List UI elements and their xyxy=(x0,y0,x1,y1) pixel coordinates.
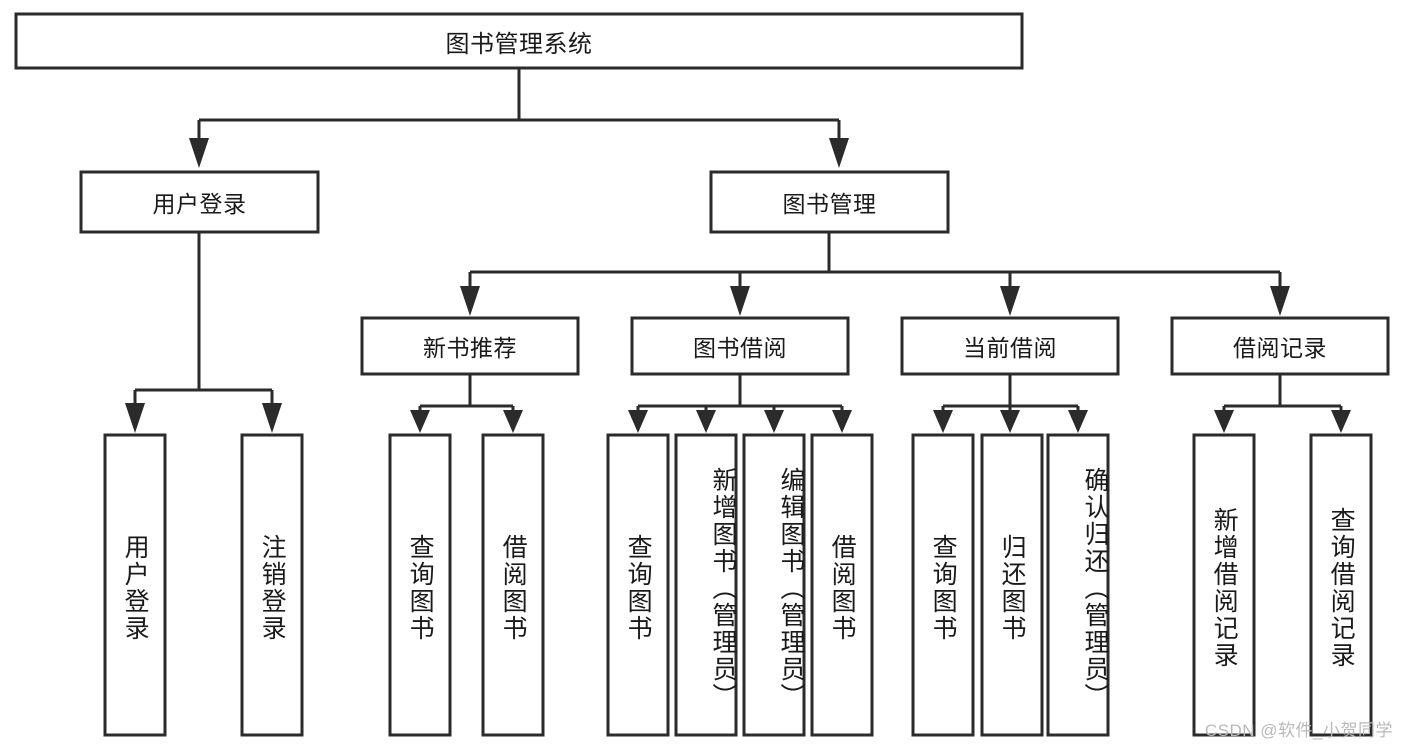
node-box-book-borrow[interactable] xyxy=(630,316,850,376)
node-box-leaf-logout[interactable] xyxy=(240,433,304,737)
node-box-leaf-edit-book-admin[interactable] xyxy=(742,433,806,737)
csdn-watermark: CSDN @软件_小贺同学 xyxy=(1204,721,1393,740)
arrow-head-icon xyxy=(933,410,953,433)
node-box-book-management[interactable] xyxy=(709,170,950,234)
arrow-head-icon xyxy=(696,410,716,433)
node-box-leaf-add-borrow-record[interactable] xyxy=(1192,433,1256,737)
arrow-head-icon xyxy=(460,286,480,316)
node-box-leaf-borrow-book[interactable] xyxy=(810,433,874,737)
node-box-current-borrow[interactable] xyxy=(900,316,1120,376)
arrow-head-icon xyxy=(832,410,852,433)
node-box-leaf-query-book-current[interactable] xyxy=(911,433,975,737)
connector-new-book-recommend-to-leaves xyxy=(410,374,523,433)
node-box-leaf-query-book-recommend[interactable] xyxy=(388,433,452,737)
arrow-head-icon xyxy=(764,410,784,433)
arrow-head-icon xyxy=(262,403,282,433)
connector-book-borrow-to-leaves xyxy=(628,374,852,433)
arrow-head-icon xyxy=(829,138,849,168)
arrow-head-icon xyxy=(1214,410,1234,433)
arrow-head-icon xyxy=(503,410,523,433)
node-box-new-book-recommend[interactable] xyxy=(360,316,580,376)
connector-root-to-level2 xyxy=(189,68,849,168)
node-box-leaf-add-book-admin[interactable] xyxy=(674,433,738,737)
node-box-leaf-query-book-borrow[interactable] xyxy=(606,433,670,737)
node-box-borrow-record[interactable] xyxy=(1170,316,1390,376)
arrow-head-icon xyxy=(1000,286,1020,316)
node-box-leaf-query-borrow-record[interactable] xyxy=(1309,433,1373,737)
arrow-head-icon xyxy=(410,410,430,433)
arrow-head-icon xyxy=(1270,286,1290,316)
node-box-leaf-user-login[interactable] xyxy=(103,433,167,737)
arrow-head-icon xyxy=(1331,410,1351,433)
arrow-head-icon xyxy=(628,410,648,433)
node-box-user-login[interactable] xyxy=(79,170,320,234)
connector-book-management-to-level3 xyxy=(460,232,1290,316)
connector-borrow-record-to-leaves xyxy=(1214,374,1351,433)
node-box-leaf-confirm-return-admin[interactable] xyxy=(1046,433,1110,737)
arrow-head-icon xyxy=(1068,410,1088,433)
connector-current-borrow-to-leaves xyxy=(933,374,1088,433)
arrow-head-icon xyxy=(125,403,145,433)
node-box-leaf-borrow-book-recommend[interactable] xyxy=(481,433,545,737)
connector-user-login-to-leaves xyxy=(125,232,282,433)
arrow-head-icon xyxy=(189,138,209,168)
arrow-head-icon xyxy=(1000,410,1020,433)
node-box-root[interactable] xyxy=(14,12,1024,70)
arrow-head-icon xyxy=(730,286,750,316)
node-box-leaf-return-book[interactable] xyxy=(980,433,1044,737)
